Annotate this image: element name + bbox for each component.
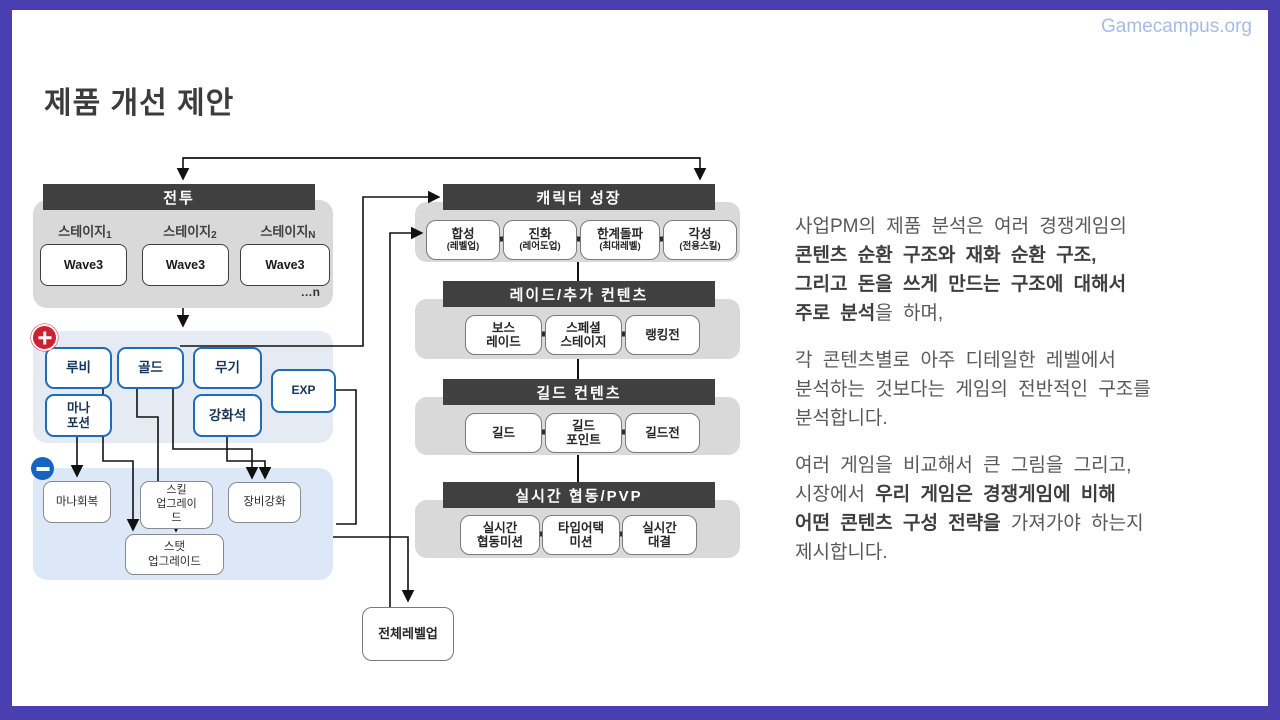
raid-box-special-stage: 스페셜 스테이지 [545,315,622,355]
raid-box-ranking-battle: 랭킹전 [625,315,700,355]
desc-p1-line4-bold: 주로 분석 [795,303,876,324]
wave-box-1: Wave3 [40,244,127,286]
growth-box-awakening-label: 각성 [688,227,712,242]
stage-2-num: 2 [211,230,217,241]
growth-box-fusion: 합성 (레벨업) [426,220,500,260]
sink-box-stat-upgrade: 스탯 업그레이드 [125,534,224,575]
sink-box-equip-enhance: 장비강화 [228,482,301,523]
stage-label-2: 스테이지2 [150,221,230,241]
growth-box-evolution: 진화 (레어도업) [503,220,577,260]
description-paragraph-2: 각 콘텐츠별로 아주 디테일한 레벨에서 분석하는 것보다는 게임의 전반적인 … [795,346,1255,433]
stage-label-1: 스테이지1 [45,221,125,241]
growth-box-evolution-sub: (레어도업) [519,241,561,253]
desc-p1-line3: 그리고 돈을 쓰게 만드는 구조에 대해서 [795,274,1127,295]
pvp-header: 실시간 협동/PVP [443,482,715,508]
pvp-box-realtime-duel: 실시간 대결 [622,515,697,555]
guild-box-guild: 길드 [465,413,542,453]
desc-p3-line3-bold: 어떤 콘텐츠 구성 전략을 [795,513,1001,534]
gain-box-mana-potion: 마나 포션 [45,394,112,437]
growth-box-fusion-label: 합성 [451,227,475,242]
desc-p3-line3: 어떤 콘텐츠 구성 전략을 가져가야 하는지 [795,509,1255,538]
sink-box-mana-recovery: 마나회복 [43,481,111,523]
wave-box-n: Wave3 [240,244,330,286]
desc-p2-line3: 분석합니다. [795,408,888,429]
stage-n-num: N [308,230,316,241]
stage-n-name: 스테이지 [260,224,309,239]
guild-box-guild-points: 길드 포인트 [545,413,622,453]
gain-box-weapon: 무기 [193,347,262,389]
guild-box-guild-war: 길드전 [625,413,700,453]
growth-box-awakening: 각성 (전용스킬) [663,220,737,260]
desc-p3-line2: 시장에서 우리 게임은 경쟁게임에 비해 [795,480,1255,509]
page-title: 제품 개선 제안 [44,87,235,120]
gain-box-exp: EXP [271,369,336,413]
brand-logo-text: Gamecampus.org [1100,16,1252,37]
growth-box-limit-break-sub: (최대레벨) [599,241,641,253]
stage-label-n: 스테이지N [248,221,328,241]
wave-box-2: Wave3 [142,244,229,286]
desc-p1-line4: 주로 분석을 하며, [795,299,1255,328]
desc-p1-line4-rest: 을 하며, [875,303,944,324]
description-text: 사업PM의 제품 분석은 여러 경쟁게임의 콘텐츠 순환 구조와 재화 순환 구… [795,212,1255,585]
plus-icon [31,324,58,351]
stage-1-num: 1 [106,230,112,241]
pvp-box-time-attack-mission: 타입어택 미션 [542,515,620,555]
growth-box-fusion-sub: (레벨업) [446,241,480,253]
gain-box-gold: 골드 [117,347,184,389]
battle-header: 전투 [43,184,315,210]
guild-header: 길드 컨텐츠 [443,379,715,405]
description-paragraph-1: 사업PM의 제품 분석은 여러 경쟁게임의 콘텐츠 순환 구조와 재화 순환 구… [795,212,1255,328]
raid-box-boss-raid: 보스 레이드 [465,315,542,355]
desc-p3-line2-rest: 시장에서 [795,484,876,505]
desc-p3-line1: 여러 게임을 비교해서 큰 그림을 그리고, [795,455,1132,476]
desc-p2-line2: 분석하는 것보다는 게임의 전반적인 구조를 [795,379,1151,400]
desc-p3-line3-rest: 가져가야 하는지 [1000,513,1144,534]
gain-box-enhance-stone: 강화석 [193,394,262,437]
sink-box-skill-upgrade: 스킬 업그레이 드 [140,481,213,529]
raid-header: 레이드/추가 컨텐츠 [443,281,715,307]
gain-box-ruby: 루비 [45,347,112,389]
stage-1-name: 스테이지 [58,224,107,239]
growth-header: 캐릭터 성장 [443,184,715,210]
desc-p1-line1: 사업PM의 제품 분석은 여러 경쟁게임의 [795,216,1127,237]
stages-ellipsis: …n [300,285,320,299]
desc-p2-line1: 각 콘텐츠별로 아주 디테일한 레벨에서 [795,350,1116,371]
growth-box-limit-break-label: 한계돌파 [596,227,643,242]
minus-icon [31,457,54,480]
stage-2-name: 스테이지 [163,224,212,239]
description-paragraph-3: 여러 게임을 비교해서 큰 그림을 그리고, 시장에서 우리 게임은 경쟁게임에… [795,451,1255,567]
desc-p3-line4: 제시합니다. [795,542,888,563]
total-levelup-box: 전체레벨업 [362,607,454,661]
pvp-box-coop-mission: 실시간 협동미션 [460,515,540,555]
growth-box-limit-break: 한계돌파 (최대레벨) [580,220,660,260]
desc-p3-line2-bold: 우리 게임은 경쟁게임에 비해 [875,484,1116,505]
growth-box-awakening-sub: (전용스킬) [679,241,721,253]
desc-p1-line2: 콘텐츠 순환 구조와 재화 순환 구조, [795,245,1097,266]
growth-box-evolution-label: 진화 [528,227,552,242]
